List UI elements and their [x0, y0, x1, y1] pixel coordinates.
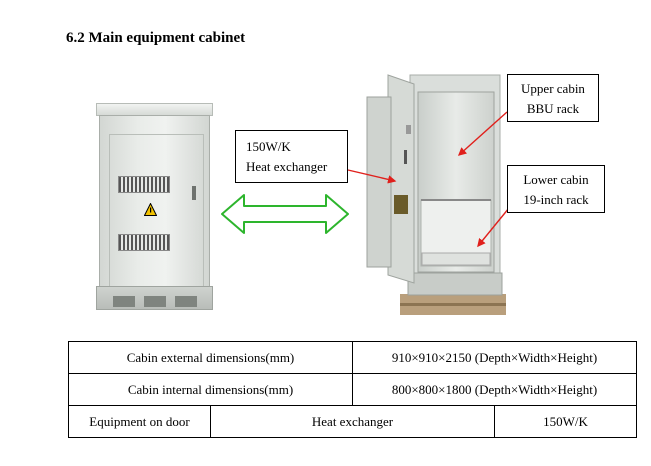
- callout-line: Lower cabin: [523, 172, 589, 187]
- warning-icon: [144, 203, 157, 216]
- vent-grille-upper: [118, 176, 170, 193]
- callout-line: BBU rack: [526, 101, 580, 116]
- table-cell-label: Cabin internal dimensions(mm): [68, 373, 353, 406]
- callout-line: 150W/K: [246, 139, 291, 154]
- table-cell-label: Cabin external dimensions(mm): [68, 341, 353, 374]
- table-cell-value: 910×910×2150 (Depth×Width×Height): [351, 341, 638, 374]
- callout-line: 19-inch rack: [523, 192, 589, 207]
- table-row: Equipment on door Heat exchanger 150W/K: [68, 405, 638, 438]
- table-row: Cabin internal dimensions(mm) 800×800×18…: [68, 373, 638, 406]
- callout-heat-exchanger: 150W/K Heat exchanger: [235, 130, 348, 183]
- vent-grille-lower: [118, 234, 170, 251]
- open-cabinet-image: [366, 74, 506, 315]
- callout-line: Upper cabin: [521, 81, 585, 96]
- table-cell-value: 800×800×1800 (Depth×Width×Height): [351, 373, 638, 406]
- table-row: Cabin external dimensions(mm) 910×910×21…: [68, 341, 638, 374]
- closed-cabinet-image: [96, 103, 213, 310]
- callout-lower-cabin: Lower cabin 19-inch rack: [507, 165, 605, 213]
- door-handle: [192, 186, 196, 200]
- table-cell-label: Equipment on door: [68, 405, 211, 438]
- section-heading: 6.2 Main equipment cabinet: [66, 30, 246, 46]
- table-cell-value: 150W/K: [493, 405, 638, 438]
- callout-line: Heat exchanger: [246, 159, 328, 174]
- cabinet-spec-table: Cabin external dimensions(mm) 910×910×21…: [68, 341, 638, 438]
- double-arrow-icon: [221, 194, 349, 234]
- table-cell-item: Heat exchanger: [210, 405, 495, 438]
- callout-upper-cabin: Upper cabin BBU rack: [507, 74, 599, 122]
